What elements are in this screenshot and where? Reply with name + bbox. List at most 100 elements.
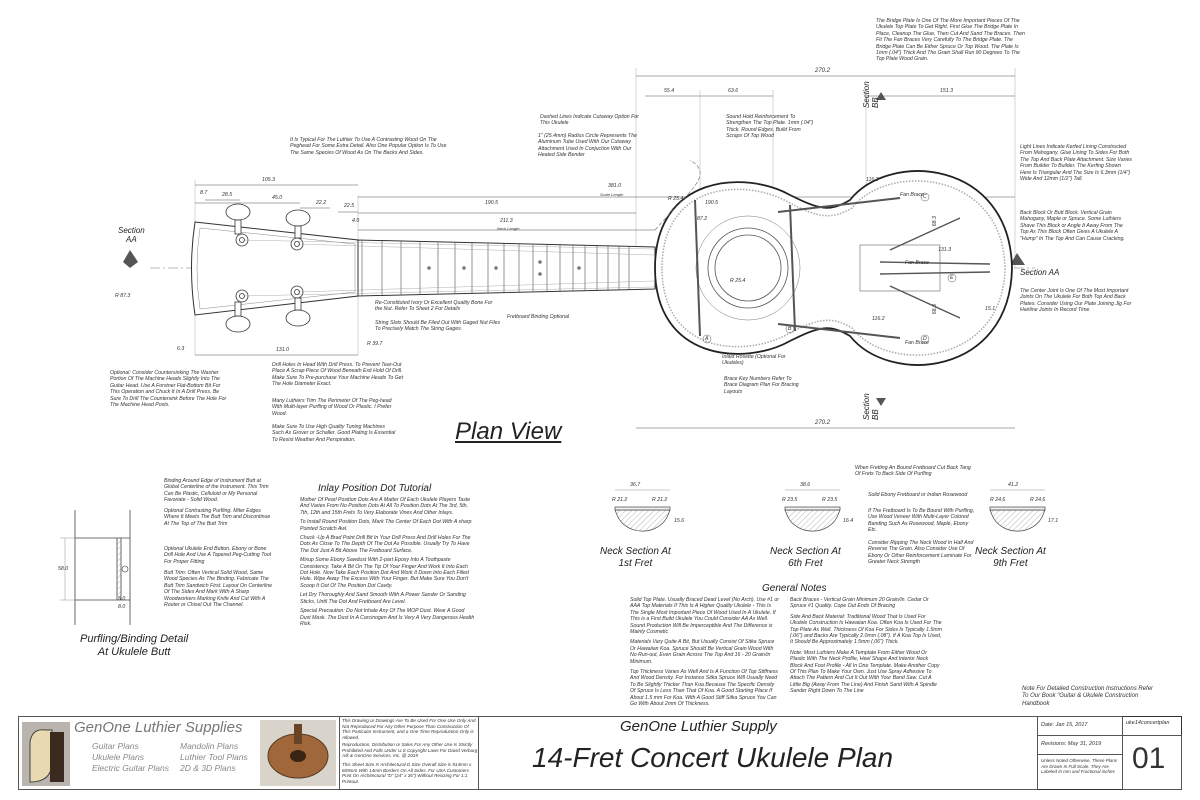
purfling-title: Purfling/Binding Detail At Ukulele Butt (80, 633, 189, 658)
dim-63-6: 63.6 (728, 88, 739, 94)
company-logo-image (22, 722, 70, 786)
purfling-note-2: Optional Contrasting Purfling. Miter Edg… (164, 508, 271, 527)
scale-length-label: Scale Length (600, 192, 624, 197)
dim-28-5: 28.5 (222, 192, 233, 198)
inlay-para: Chuck -Up A Brad Point Drill Bit In Your… (300, 535, 471, 554)
note-radius-circle: 1" (25.4mm) Radius Circle Represents The… (538, 133, 637, 159)
dim-r25-4b: R 25.4 (730, 278, 746, 284)
purfling-note-4: Butt Trim: Often Vertical Solid Wood, Sa… (164, 570, 273, 609)
dim-8-7: 8.7 (200, 190, 208, 196)
dim-15-1: 15.1 (985, 306, 996, 312)
dim-6-3: 6.3 (177, 346, 185, 352)
sec6-h: 16.4 (843, 518, 854, 524)
brace-d: D (923, 336, 927, 342)
dim-r87-3: R 87.3 (115, 293, 131, 299)
inlay-para: Mother Of Pearl Position Dots Are A Matt… (300, 497, 471, 516)
general-notes-title: General Notes (762, 583, 827, 594)
note-sound-hole: Sound Hold Reinforcement To Strengthen T… (726, 114, 814, 140)
units-note: Unless Noted Otherwise, These Plans Are … (1041, 758, 1118, 774)
dim-22-5: 22.5 (344, 203, 355, 209)
section-aa-left: Section AA (118, 226, 145, 244)
dim-190-5a: 190.5 (485, 200, 498, 206)
tb-sheet-cell (1122, 735, 1182, 790)
note-contrasting-wood: It Is Typical For The Luthier To Use A C… (290, 137, 447, 156)
sec1-title: Neck Section At 1st Fret (600, 546, 671, 569)
sec9-title: Neck Section At 9th Fret (975, 546, 1046, 569)
inlay-para: Mixup Some Ebony Sawdust With 2-part Epo… (300, 557, 469, 589)
note-brace-key: Brace Key Numbers Refer To Brace Diagram… (724, 376, 799, 395)
sec1-rb: R 21.2 (652, 497, 668, 503)
note-string-slots: String Slots Should Be Filed Out With Ga… (375, 320, 501, 333)
note-drill-holes: Drill Holes In Head With Drill Press. To… (272, 362, 404, 388)
sec6-title: Neck Section At 6th Fret (770, 546, 841, 569)
sec6-ra: R 23.5 (782, 497, 798, 503)
brace-a: A (705, 336, 709, 342)
inlay-para: To Install Round Position Dots, Mark The… (300, 519, 472, 532)
link-2d-3d-plans[interactable]: 2D & 3D Plans (180, 763, 236, 773)
revisions-text: Revisions: May 31, 2019 (1041, 741, 1102, 747)
purfling-note-1: Binding Around Edge of Instrument Butt a… (164, 478, 269, 504)
general-note: Back Braces - Vertical Grain Minimum 20 … (790, 597, 929, 610)
dim-overall-top: 270.2 (815, 68, 831, 74)
legal-text-2: Reproduction, Distribution or Sales For … (342, 742, 478, 759)
link-mandolin-plans[interactable]: Mandolin Plans (180, 741, 239, 751)
general-note: Side And Back Material: Traditional Wood… (790, 613, 942, 646)
general-note: Note: Most Luthiers Make A Template From… (790, 649, 940, 695)
legal-text-1: This Drawing or Drawings Are To Be Used … (342, 718, 476, 740)
inlay-paragraphs: Mother Of Pearl Position Dots Are A Matt… (300, 497, 475, 630)
note-optional-countersink: Optional: Consider Countersinking The Wa… (110, 370, 227, 409)
neck-length-label: Neck Length (497, 226, 520, 231)
legal-text-3: This Sheet Size Is Architectural D Size … (342, 762, 472, 784)
note-bridge-plate: The Bridge Plate Is One Of The More Impo… (876, 18, 1025, 63)
general-note: Solid Top Plate. Usually Braced Dead Lev… (630, 597, 779, 636)
dim-105-3: 105.3 (262, 177, 275, 183)
dim-87-2: 87.2 (697, 216, 708, 222)
sec6-width: 38.6 (800, 482, 811, 488)
note-make-sure: Make Sure To Use High Quality Tuning Mac… (272, 424, 396, 443)
note-inlaid-rosette: Inlaid Rosette (Optional For Ukuleles) (722, 354, 786, 367)
dim-151-3: 151.3 (940, 88, 953, 94)
dim-55-4: 55.4 (664, 88, 675, 94)
link-guitar-plans[interactable]: Guitar Plans (92, 741, 139, 751)
dim-190-5b: 190.5 (705, 200, 718, 206)
note-dashed-lines: Dashed Lines Indicate Cutaway Option For… (540, 114, 639, 127)
fret-note-2: Solid Ebony Fretboard or Indian Rosewood (868, 492, 968, 498)
purfling-dim-8: 8.0 (118, 604, 126, 610)
link-ukulele-plans[interactable]: Ukulele Plans (92, 752, 144, 762)
fan-brace-bot-label: Fan Brace (905, 340, 929, 346)
dim-r39-7: R 39.7 (367, 341, 383, 347)
plan-view-title: Plan View (455, 418, 562, 445)
supply-name: GenOne Luthier Supply (620, 718, 777, 735)
brace-b: B (788, 326, 792, 332)
brace-e: E (950, 275, 954, 281)
sec9-rb: R 24.6 (1030, 497, 1046, 503)
general-note: Materials Vary Quite A Bit, But Usually … (630, 639, 775, 665)
fret-note-1: When Fretting An Bound Fretboard Cut Bac… (855, 465, 971, 478)
general-notes-right: Back Braces - Vertical Grain Minimum 20 … (790, 597, 942, 699)
sec6-rb: R 23.5 (822, 497, 838, 503)
plan-title: 14-Fret Concert Ukulele Plan (532, 742, 894, 773)
link-electric-guitar-plans[interactable]: Electric Guitar Plans (92, 763, 169, 773)
dim-overall-bottom: 270.2 (815, 420, 831, 426)
dim-116-2a: 116.2 (866, 177, 879, 183)
sec9-width: 41.2 (1008, 482, 1019, 488)
plan-links-right: Mandolin Plans Luthier Tool Plans 2D & 3… (180, 741, 248, 774)
plan-links-left: Guitar Plans Ukulele Plans Electric Guit… (92, 741, 169, 774)
sheet-number: 01 (1132, 742, 1166, 775)
sec9-ra: R 24.6 (990, 497, 1006, 503)
note-many-luthiers: Many Luthiers Trim The Perimeter Of The … (272, 398, 392, 417)
company-name: GenOne Luthier Supplies (74, 719, 243, 736)
section-bb-bottom: Section BB (862, 393, 880, 420)
fan-brace-top-label: Fan Brace (900, 192, 924, 198)
dim-131-3: 131.3 (938, 247, 951, 253)
purfling-dim-58: 58.0 (58, 566, 69, 572)
section-aa-right: Section AA (1020, 268, 1060, 277)
inlay-para: Let Dry Thoroughly And Sand Smooth With … (300, 592, 466, 605)
general-note: Top Thickness Varies As Well And Is A Fu… (630, 669, 778, 708)
note-fretboard-binding: Fretboard Binding Optional (507, 314, 569, 320)
sec1-h: 15.6 (674, 518, 685, 524)
dim-68-3b: 68.3 (931, 304, 938, 315)
link-luthier-tool-plans[interactable]: Luthier Tool Plans (180, 752, 248, 762)
dim-381: 381.0 (608, 183, 621, 189)
dim-131: 131.0 (276, 347, 289, 353)
